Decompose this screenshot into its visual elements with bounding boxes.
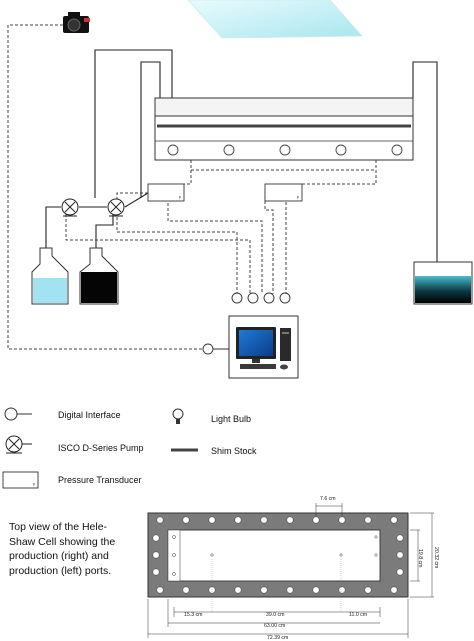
dim-inner-height: 19.8 cm — [417, 549, 423, 567]
legend-pump-label: ISCO D-Series Pump — [58, 443, 144, 453]
transducer-tag: p — [179, 194, 182, 199]
legend-shim-stock-label: Shim Stock — [211, 446, 257, 456]
legend-pump — [5, 435, 32, 454]
caption-line-3: production (right) and — [9, 550, 109, 562]
legend: Digital Interface ISCO D-Series Pump p P… — [2, 407, 257, 489]
legend-transducer-tag: p — [33, 481, 36, 486]
flow-lines — [45, 49, 438, 262]
hele-shaw-top-view — [147, 512, 409, 612]
light-bulb-row — [167, 144, 403, 156]
dim-outer-length: 72.39 cm — [267, 635, 288, 641]
legend-digital-interface: Digital Interface — [4, 407, 121, 421]
light-panel — [187, 0, 363, 39]
caption-line-4: production (left) ports. — [9, 565, 111, 577]
computer-icon — [228, 315, 299, 379]
dim-port-spacing: 7.6 cm — [320, 496, 336, 502]
camera-icon — [63, 12, 90, 33]
legend-transducer: p — [2, 471, 39, 489]
legend-transducer-label: Pressure Transducer — [58, 475, 142, 485]
caption-line-2: Shaw Cell showing the — [9, 536, 115, 548]
light-bulb-icon — [172, 408, 184, 424]
pressure-transducer-icon: p — [264, 183, 303, 202]
dim-left-offset: 15.3 cm — [184, 612, 202, 618]
legend-digital-interface-label: Digital Interface — [58, 410, 121, 420]
pump-icon — [107, 198, 125, 217]
digital-interface-icon — [202, 343, 229, 355]
pressure-transducer-icon: p — [147, 183, 185, 202]
caption-line-1: Top view of the Hele- — [9, 521, 108, 533]
legend-light-bulb-label: Light Bulb — [211, 414, 251, 424]
caption: Top view of the Hele- Shaw Cell showing … — [9, 521, 115, 577]
bolt-holes — [152, 516, 404, 594]
bottle-icon — [31, 247, 69, 305]
ports — [172, 535, 378, 576]
dimension-lines — [147, 503, 434, 638]
bottle-icon — [79, 247, 119, 305]
dim-right-offset: 11.0 cm — [349, 612, 367, 618]
pump-icon — [61, 198, 79, 217]
transducer-tag: p — [297, 194, 300, 199]
tank-icon — [413, 261, 473, 305]
hele-shaw-cell — [154, 97, 414, 161]
dim-middle-span: 39.0 cm — [266, 612, 284, 618]
dim-outer-height: 20.32 cm — [433, 547, 439, 568]
digital-interface-icon — [231, 292, 291, 304]
dim-inner-length: 63.00 cm — [264, 623, 285, 629]
